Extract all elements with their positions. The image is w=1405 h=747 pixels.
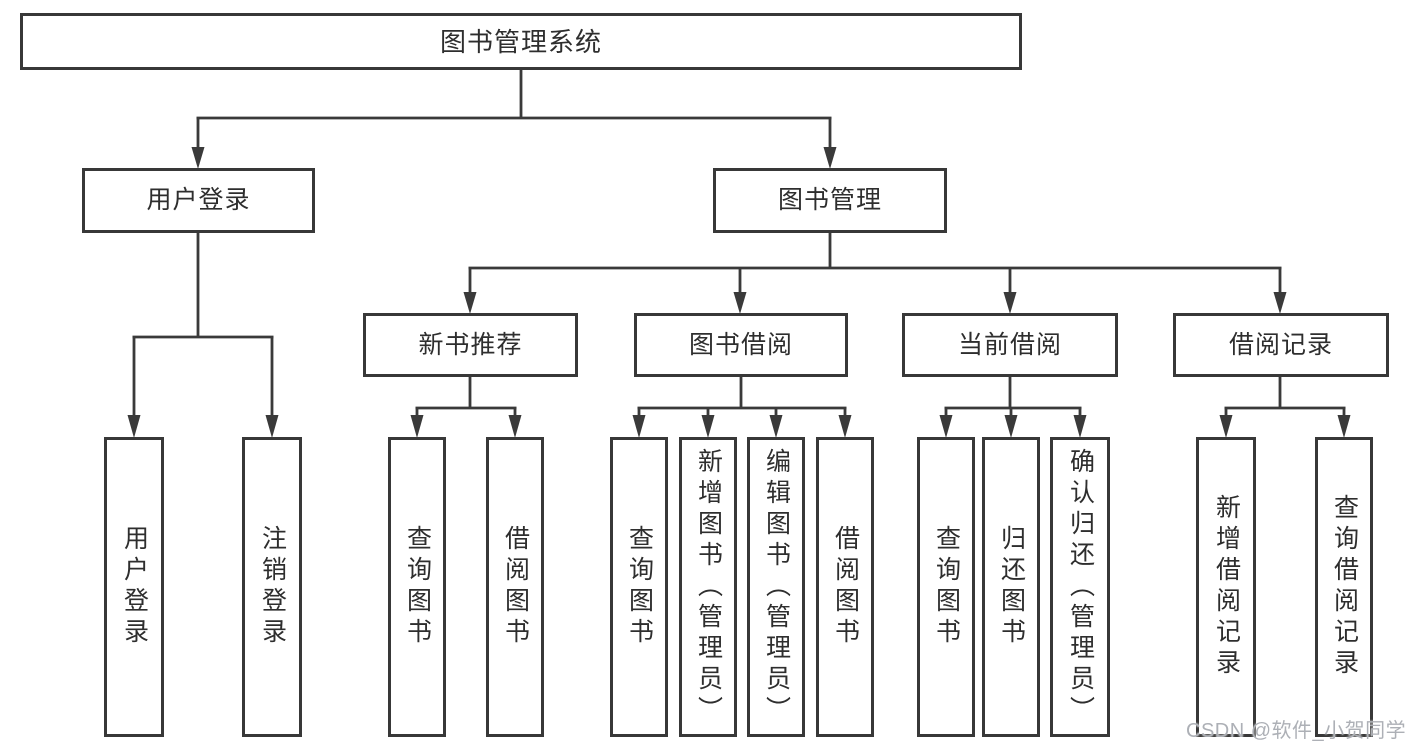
arrowhead [701, 415, 715, 438]
node-borrowing-records: 借阅记录 [1173, 313, 1389, 377]
arrowhead [127, 415, 141, 438]
arrowhead [265, 415, 279, 438]
leaf-user-login: 用户登录 [104, 437, 164, 737]
arrowhead [191, 147, 205, 169]
arrowhead [1003, 292, 1017, 314]
csdn-watermark: CSDN @软件_小贺同学 [1186, 720, 1405, 742]
node-book-borrowing: 图书借阅 [634, 313, 848, 377]
leaf-logout: 注销登录 [242, 437, 302, 737]
arrowhead [733, 292, 747, 314]
arrowhead [1337, 415, 1351, 438]
leaf-query-books: 查询图书 [917, 437, 975, 737]
leaf-add-books-admin: 新增图书（管理员） [679, 437, 737, 737]
leaf-add-borrow-record: 新增借阅记录 [1196, 437, 1256, 737]
arrowhead [463, 292, 477, 314]
node-book-management: 图书管理 [713, 168, 947, 233]
arrowhead [1004, 415, 1018, 438]
arrowhead [632, 415, 646, 438]
leaf-return-books: 归还图书 [982, 437, 1040, 737]
arrowhead [1219, 415, 1233, 438]
arrowhead [1073, 415, 1087, 438]
arrowhead [769, 415, 783, 438]
leaf-borrow-books: 借阅图书 [486, 437, 544, 737]
leaf-borrow-books: 借阅图书 [816, 437, 874, 737]
leaf-query-books: 查询图书 [610, 437, 668, 737]
arrowhead [410, 415, 424, 438]
node-user-login: 用户登录 [82, 168, 315, 233]
arrowhead [1273, 292, 1287, 314]
node-new-book-recommend: 新书推荐 [363, 313, 578, 377]
arrowhead [838, 415, 852, 438]
leaf-query-borrow-record: 查询借阅记录 [1315, 437, 1373, 737]
leaf-edit-books-admin: 编辑图书（管理员） [747, 437, 805, 737]
arrowhead [939, 415, 953, 438]
node-current-borrowing: 当前借阅 [902, 313, 1118, 377]
node-library-system: 图书管理系统 [20, 13, 1022, 70]
leaf-query-books: 查询图书 [388, 437, 446, 737]
leaf-confirm-return-admin: 确认归还（管理员） [1050, 437, 1110, 737]
arrowhead [823, 147, 837, 169]
arrowhead [508, 415, 522, 438]
